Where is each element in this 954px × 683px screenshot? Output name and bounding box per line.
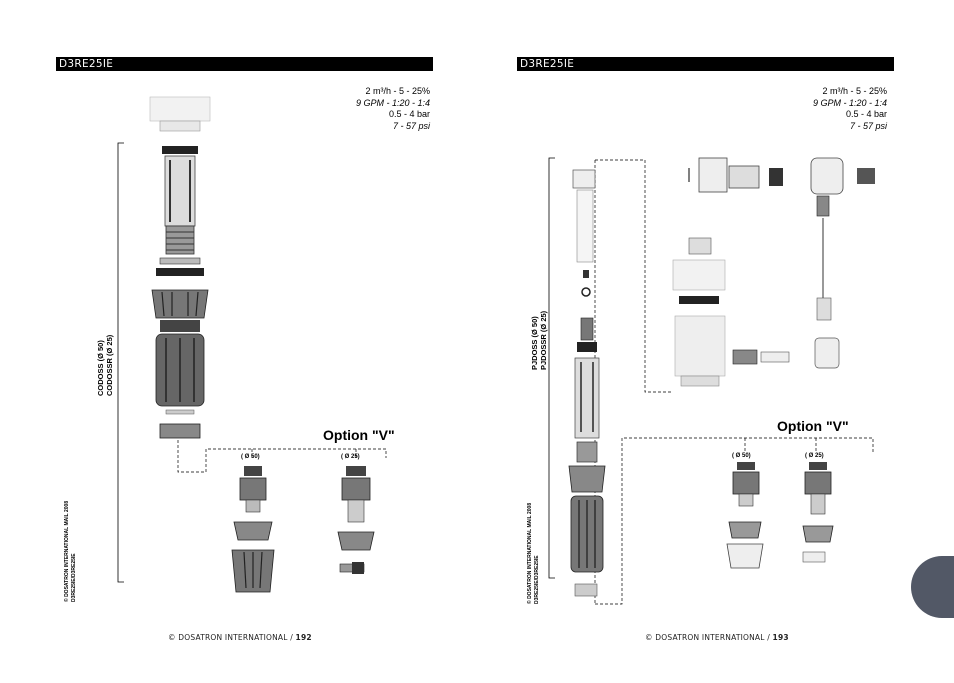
page-tab (911, 556, 954, 618)
spec-gpm: 9 GPM - 1:20 - 1:4 (812, 97, 887, 108)
option-title: Option "V" (777, 418, 849, 434)
spec-flow: 2 m³/h - 5 - 25% (822, 86, 887, 96)
spec-bar: 0.5 - 4 bar (845, 109, 887, 119)
page-header: D3RE25IE (517, 57, 894, 71)
option-title: Option "V" (323, 427, 395, 443)
page-footer: © DOSATRON INTERNATIONAL / 193 (645, 633, 789, 642)
option-label-a: ( Ø 50) (241, 454, 260, 460)
page-number: 193 (772, 633, 789, 642)
spec-bar: 0.5 - 4 bar (388, 109, 430, 119)
spec-gpm: 9 GPM - 1:20 - 1:4 (355, 97, 430, 108)
spec-psi: 7 - 57 psi (392, 120, 430, 131)
footer-text: © DOSATRON INTERNATIONAL / (168, 633, 296, 642)
spec-psi: 7 - 57 psi (849, 120, 887, 131)
spec-block: 2 m³/h - 5 - 25% 9 GPM - 1:20 - 1:4 0.5 … (757, 86, 887, 132)
page-number: 192 (295, 633, 312, 642)
spec-block: 2 m³/h - 5 - 25% 9 GPM - 1:20 - 1:4 0.5 … (300, 86, 430, 132)
page-header: D3RE25IE (56, 57, 433, 71)
page-left: D3RE25IE 2 m³/h - 5 - 25% 9 GPM - 1:20 -… (56, 57, 433, 642)
option-label-b: ( Ø 25) (805, 453, 824, 459)
spec-flow: 2 m³/h - 5 - 25% (365, 86, 430, 96)
page-footer: © DOSATRON INTERNATIONAL / 192 (168, 633, 312, 642)
exploded-diagram-left (117, 96, 387, 593)
footer-text: © DOSATRON INTERNATIONAL / (645, 633, 773, 642)
exploded-diagram-right (548, 157, 875, 605)
option-label-b: ( Ø 25) (341, 454, 360, 460)
option-label-a: ( Ø 50) (732, 453, 751, 459)
page-right: D3RE25IE 2 m³/h - 5 - 25% 9 GPM - 1:20 -… (477, 0, 954, 683)
